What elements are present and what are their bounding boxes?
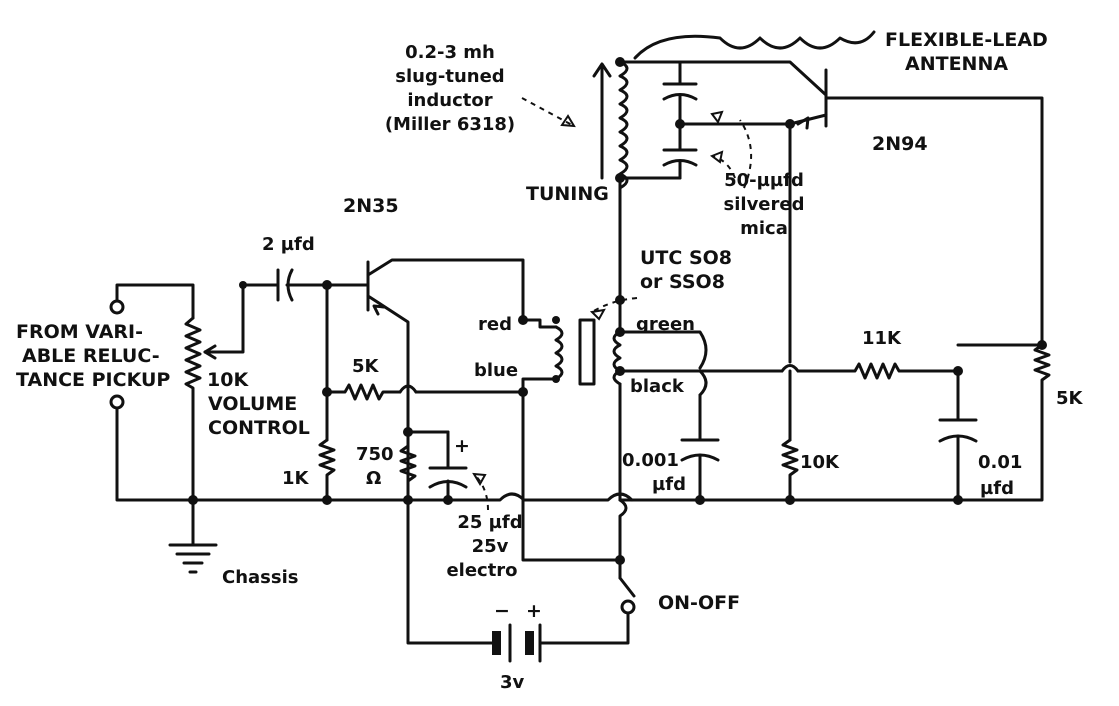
- load-resistor-5k: [618, 343, 1051, 502]
- resistor-11k: [698, 362, 960, 380]
- battery-3v: [406, 498, 542, 663]
- inductor-word-label: inductor: [407, 90, 492, 111]
- pot-label-2: CONTROL: [208, 417, 310, 439]
- rf-bias-resistor-10k: [780, 122, 800, 502]
- inductor-type-label: slug-tuned: [395, 66, 504, 87]
- tuning-label: TUNING: [526, 183, 609, 205]
- on-off-switch: [538, 558, 636, 645]
- transformer-label-2: or SSO8: [640, 271, 725, 293]
- transistor-2n94-label: 2N94: [872, 133, 928, 155]
- flexible-lead-antenna: [633, 30, 876, 60]
- input-terminal-bottom: [109, 394, 125, 410]
- coupling-capacitor: [241, 268, 329, 302]
- electro-value-label: 25 µfd: [457, 512, 522, 533]
- lead-black-label: black: [630, 376, 685, 397]
- res-1k-label: 1K: [282, 468, 310, 489]
- pickup-label-2: ABLE RELUC-: [22, 345, 160, 367]
- mica-value-label: 50-µµfd: [724, 170, 804, 191]
- slug-tuned-inductor: [592, 60, 682, 190]
- res-11k-label: 11K: [862, 328, 902, 349]
- chassis-ground-icon: [168, 498, 218, 574]
- res-10k-rf-label: 10K: [800, 452, 840, 473]
- lead-green-label: green: [636, 314, 695, 335]
- audio-transformer: [521, 297, 708, 562]
- inductor-pointer: [521, 97, 575, 127]
- chassis-label: Chassis: [222, 567, 298, 588]
- bypass-capacitor-0001: [680, 393, 720, 502]
- mica-type-label-1: silvered: [724, 194, 805, 215]
- lead-blue-label: blue: [474, 360, 518, 381]
- filter-capacitor-001: [938, 343, 1044, 502]
- coupling-cap-label: 2 µfd: [262, 234, 315, 255]
- bias-resistor-1k: [318, 283, 336, 502]
- inductor-spec-label: 0.2-3 mh: [405, 42, 495, 63]
- pot-value-label: 10K: [207, 369, 249, 391]
- volume-pot: [184, 283, 245, 502]
- junction-dots: [188, 57, 1047, 565]
- cap-001-value-label: 0.01: [978, 452, 1022, 473]
- switch-label: ON-OFF: [658, 592, 740, 614]
- electro-polarity-label: +: [454, 435, 470, 457]
- battery-minus-label: −: [494, 600, 510, 622]
- transformer-label-1: UTC SO8: [640, 247, 732, 269]
- transistor-2n35-label: 2N35: [343, 195, 399, 217]
- pot-label-1: VOLUME: [208, 393, 297, 415]
- mica-type-label-2: mica: [740, 218, 788, 239]
- antenna-label-2: ANTENNA: [905, 53, 1008, 75]
- feedback-resistor-5k: [325, 383, 525, 401]
- res-750-value-label: 750: [356, 444, 394, 465]
- electro-pointer: [473, 473, 489, 511]
- transistor-2n94: [678, 60, 1044, 347]
- battery-value-label: 3v: [500, 672, 525, 693]
- cap-001-unit-label: µfd: [980, 478, 1014, 499]
- lead-red-label: red: [478, 314, 512, 335]
- pickup-label-3: TANCE PICKUP: [16, 369, 170, 391]
- res-5k-right-label: 5K: [1056, 388, 1084, 409]
- electro-type-label: electro: [446, 560, 517, 581]
- pickup-input: [109, 283, 195, 502]
- antenna-label-1: FLEXIBLE-LEAD: [885, 29, 1048, 51]
- res-750-unit-label: Ω: [366, 468, 381, 489]
- ground-bus: [191, 492, 634, 502]
- cap-0001-unit-label: µfd: [652, 474, 686, 495]
- inductor-part-label: (Miller 6318): [385, 114, 515, 135]
- transistor-2n35: [325, 258, 525, 502]
- pickup-label-1: FROM VARI-: [16, 321, 143, 343]
- cap-0001-value-label: 0.001: [622, 450, 679, 471]
- res-5k-left-label: 5K: [352, 356, 380, 377]
- emitter-resistor-750: [399, 430, 450, 502]
- input-terminal-top: [109, 299, 125, 315]
- electro-voltage-label: 25v: [472, 536, 509, 557]
- electrolytic-capacitor-25ufd: [428, 430, 468, 502]
- battery-plus-label: +: [526, 600, 542, 622]
